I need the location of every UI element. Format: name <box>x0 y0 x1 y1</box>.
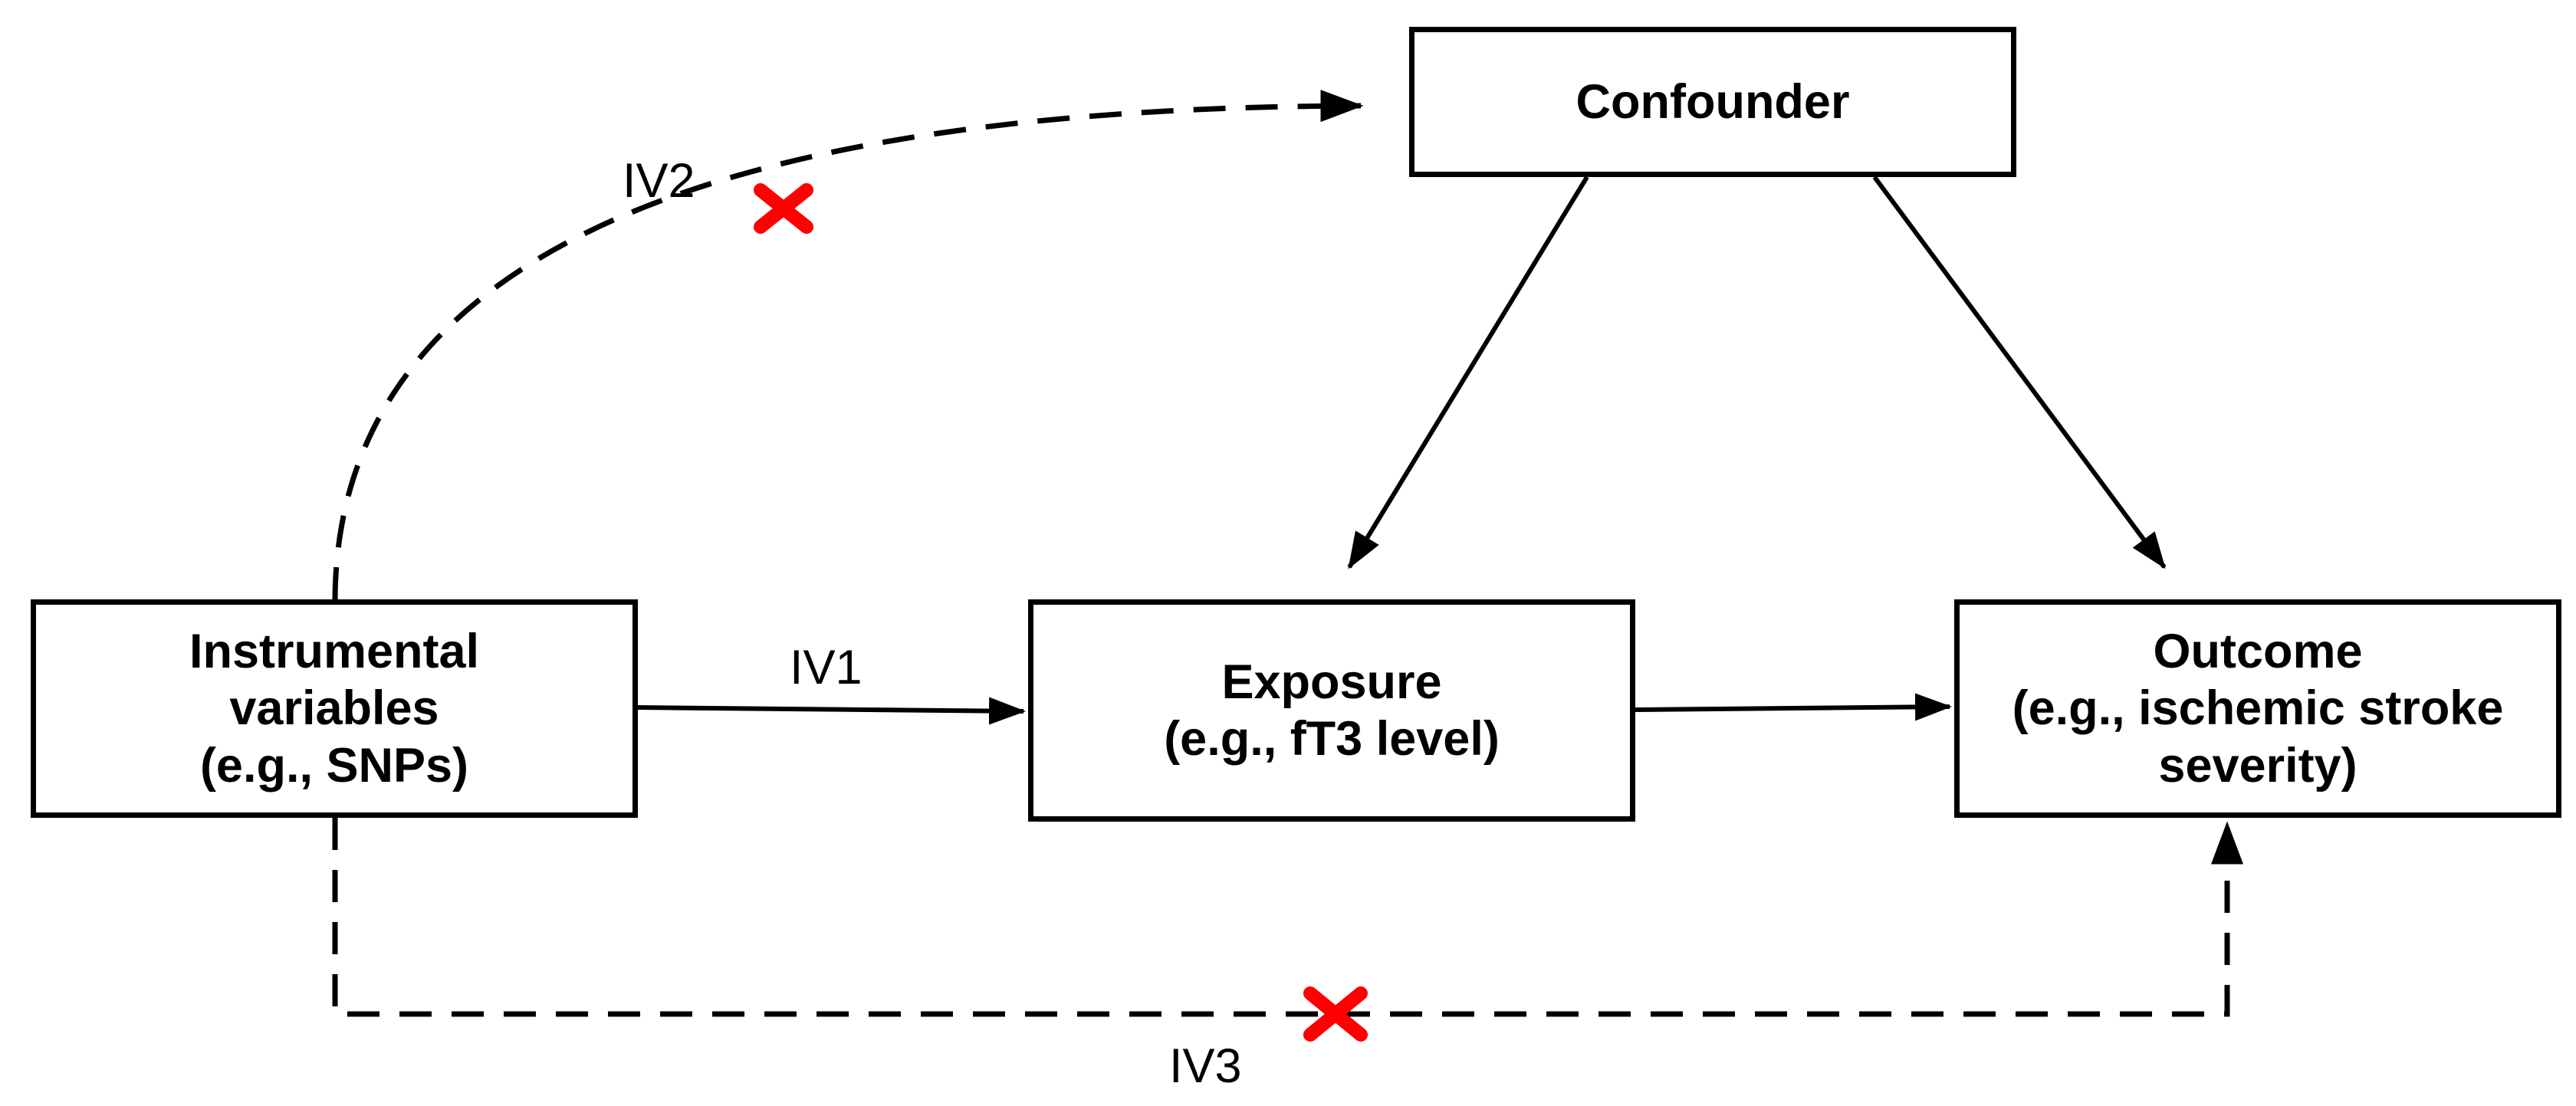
iv1-label: IV1 <box>790 641 863 694</box>
instrumental-variables-node: Instrumental variables (e.g., SNPs) <box>31 599 638 818</box>
outcome-label-line-3: severity) <box>2158 738 2358 793</box>
iv2-label: IV2 <box>623 154 695 208</box>
iv3-dashed-arrow <box>332 818 2243 1017</box>
instrument-label-line-1: Instrumental <box>189 625 480 678</box>
iv1-arrow <box>637 697 1026 725</box>
exposure-label-line-1: Exposure <box>1221 655 1442 709</box>
confounder-to-outcome-arrow <box>1872 176 2167 569</box>
confounder-label: Confounder <box>1576 74 1850 129</box>
instrument-label-line-3: (e.g., SNPs) <box>199 738 469 793</box>
confounder-to-exposure-arrow <box>1347 176 1589 569</box>
exposure-to-outcome-arrow <box>1635 693 1952 721</box>
exposure-label-line-2: (e.g., fT3 level) <box>1164 712 1500 766</box>
exposure-node: Exposure (e.g., fT3 level) <box>1028 599 1635 822</box>
outcome-label-line-2: (e.g., ischemic stroke <box>2012 681 2504 736</box>
iv3-label: IV3 <box>1169 1039 1242 1093</box>
iv2-dashed-arrow <box>332 90 1364 600</box>
iv2-blocked-x-icon <box>754 183 813 234</box>
instrument-label-line-2: variables <box>229 681 439 736</box>
outcome-node: Outcome (e.g., ischemic stroke severity) <box>1954 599 2561 818</box>
iv3-blocked-x-icon <box>1303 986 1368 1042</box>
confounder-node: Confounder <box>1409 27 2016 177</box>
outcome-label-line-1: Outcome <box>2153 625 2363 678</box>
